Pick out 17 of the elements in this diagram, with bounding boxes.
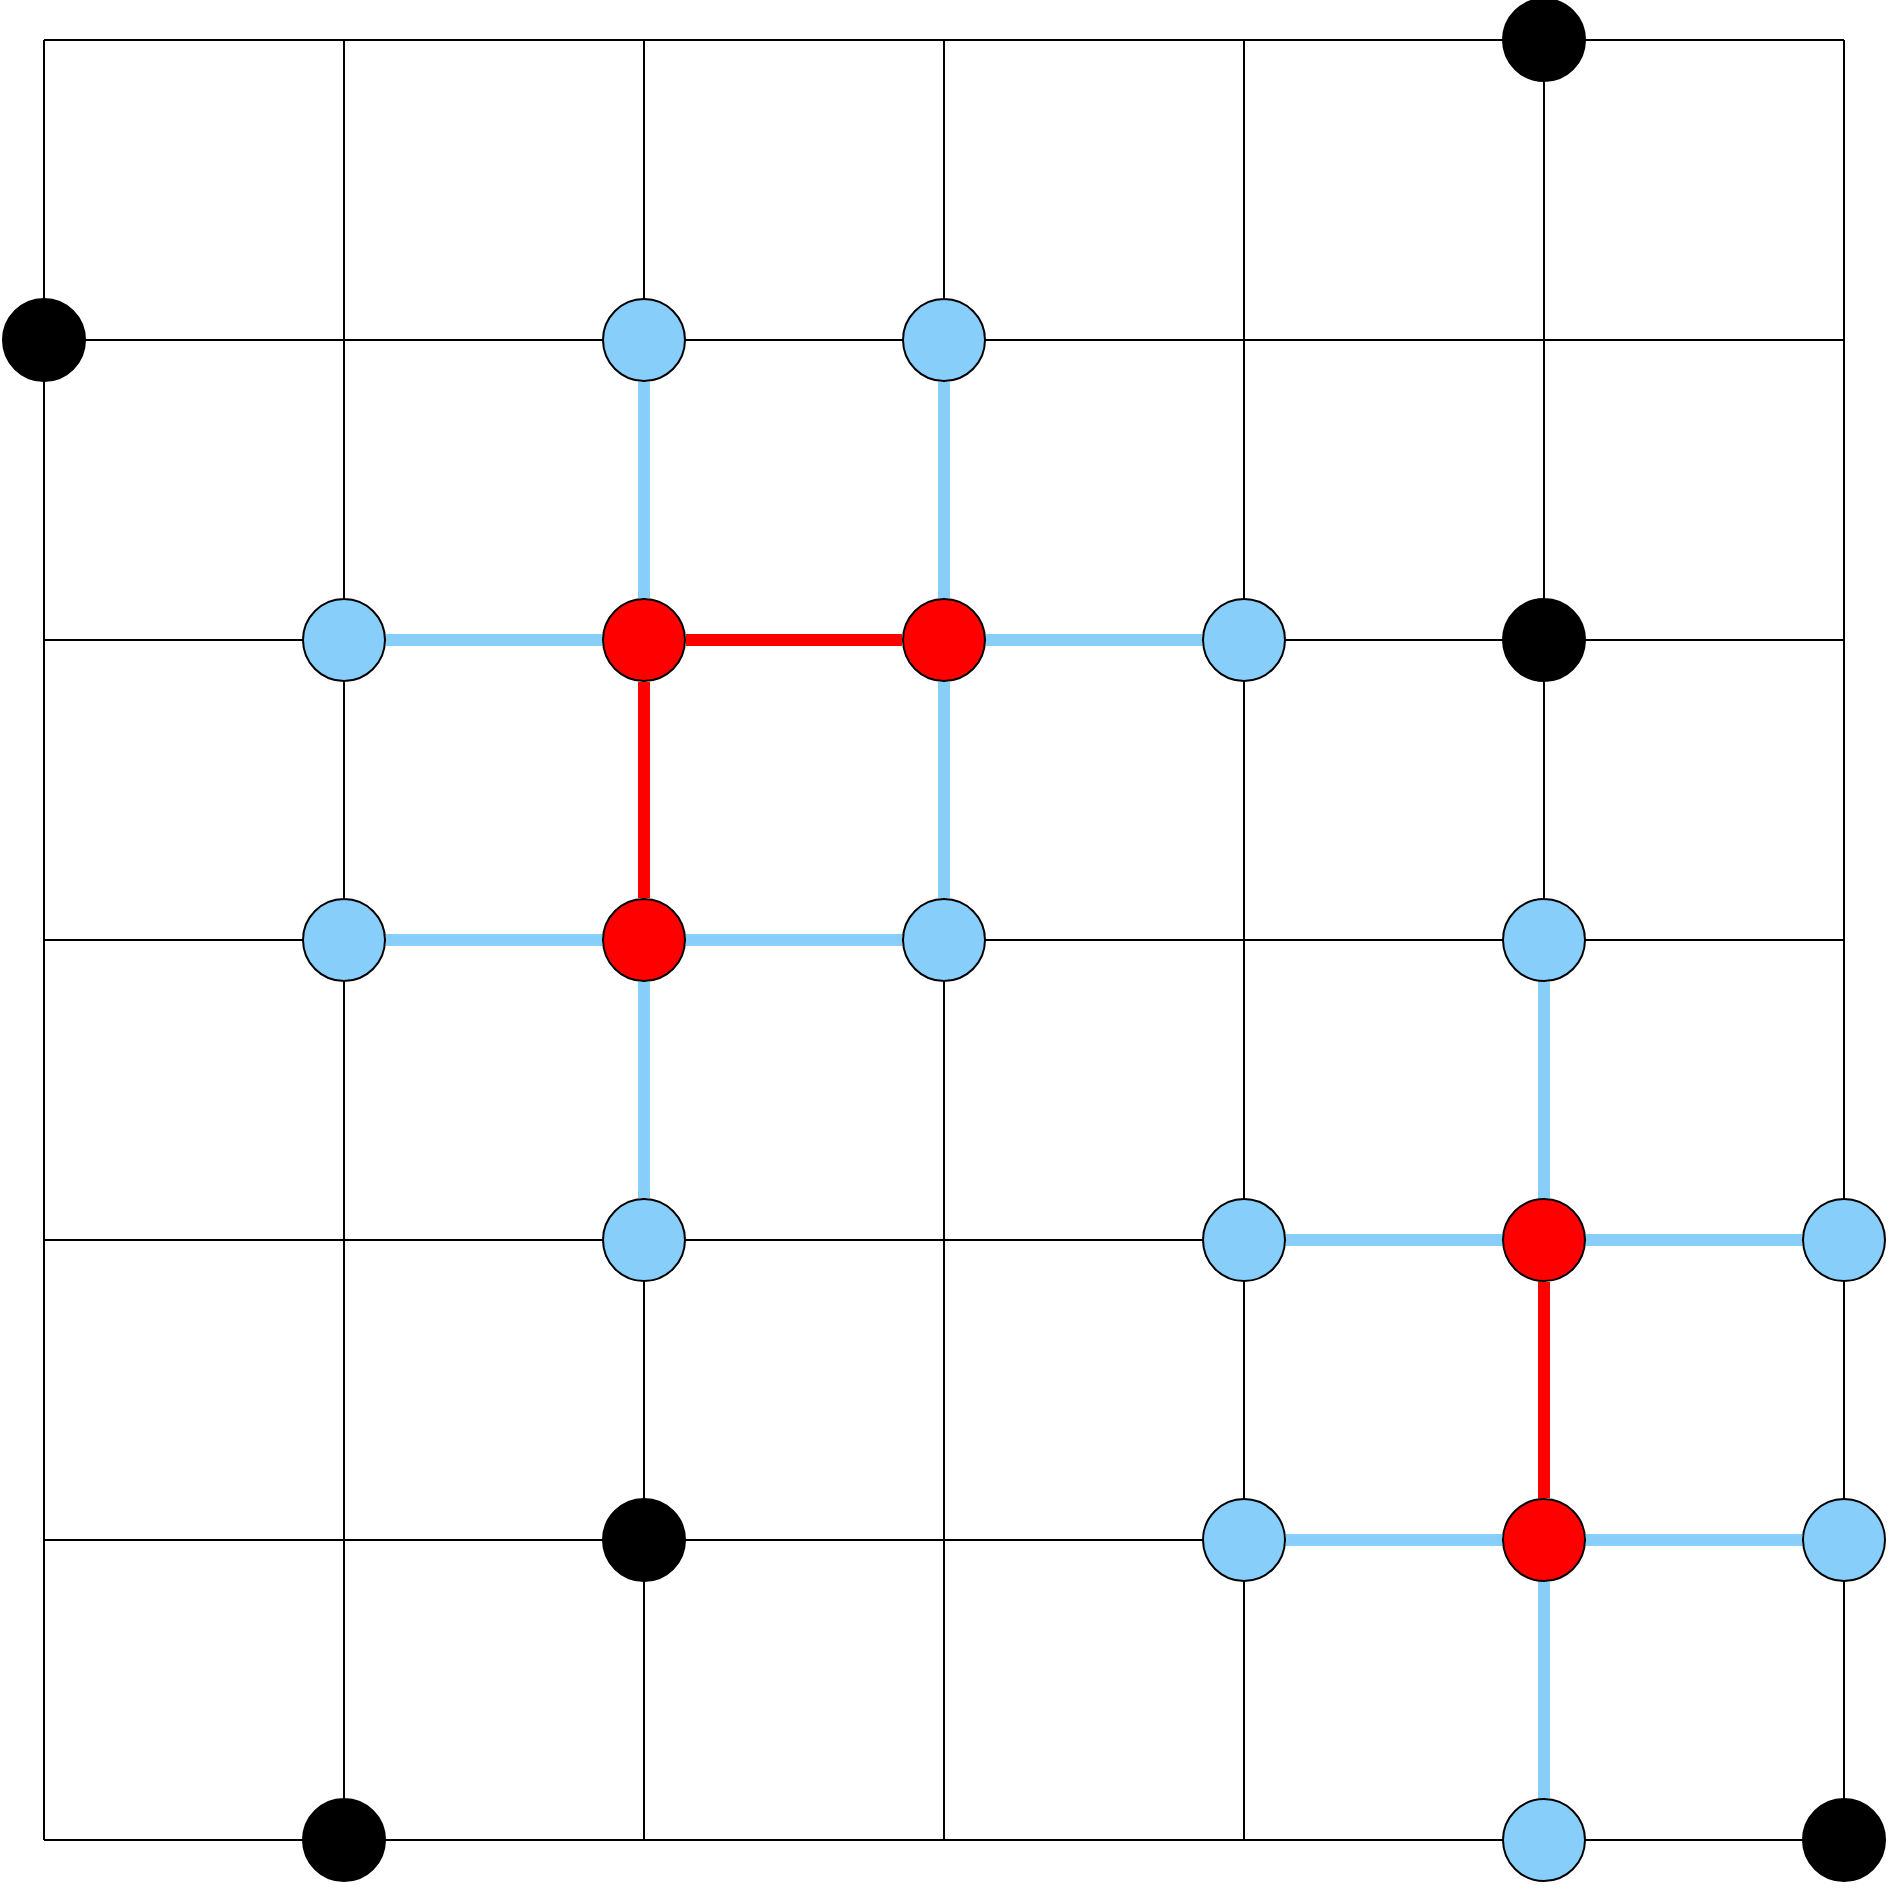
- connector-line: [1538, 1582, 1550, 1798]
- connector-line: [638, 982, 650, 1198]
- connector-line: [938, 382, 950, 598]
- connector-line: [686, 934, 902, 946]
- connector-line: [386, 634, 602, 646]
- connector-line: [986, 634, 1202, 646]
- connector-line: [1286, 1534, 1502, 1546]
- connector-line: [938, 682, 950, 898]
- connector-line: [1586, 1534, 1802, 1546]
- connector-line: [1538, 1282, 1550, 1498]
- connector-line: [686, 634, 902, 646]
- connector-line: [1586, 1234, 1802, 1246]
- connector-line: [1538, 982, 1550, 1198]
- connector-line: [1286, 1234, 1502, 1246]
- connector-line: [638, 682, 650, 898]
- connector-line: [386, 934, 602, 946]
- connector-line: [638, 382, 650, 598]
